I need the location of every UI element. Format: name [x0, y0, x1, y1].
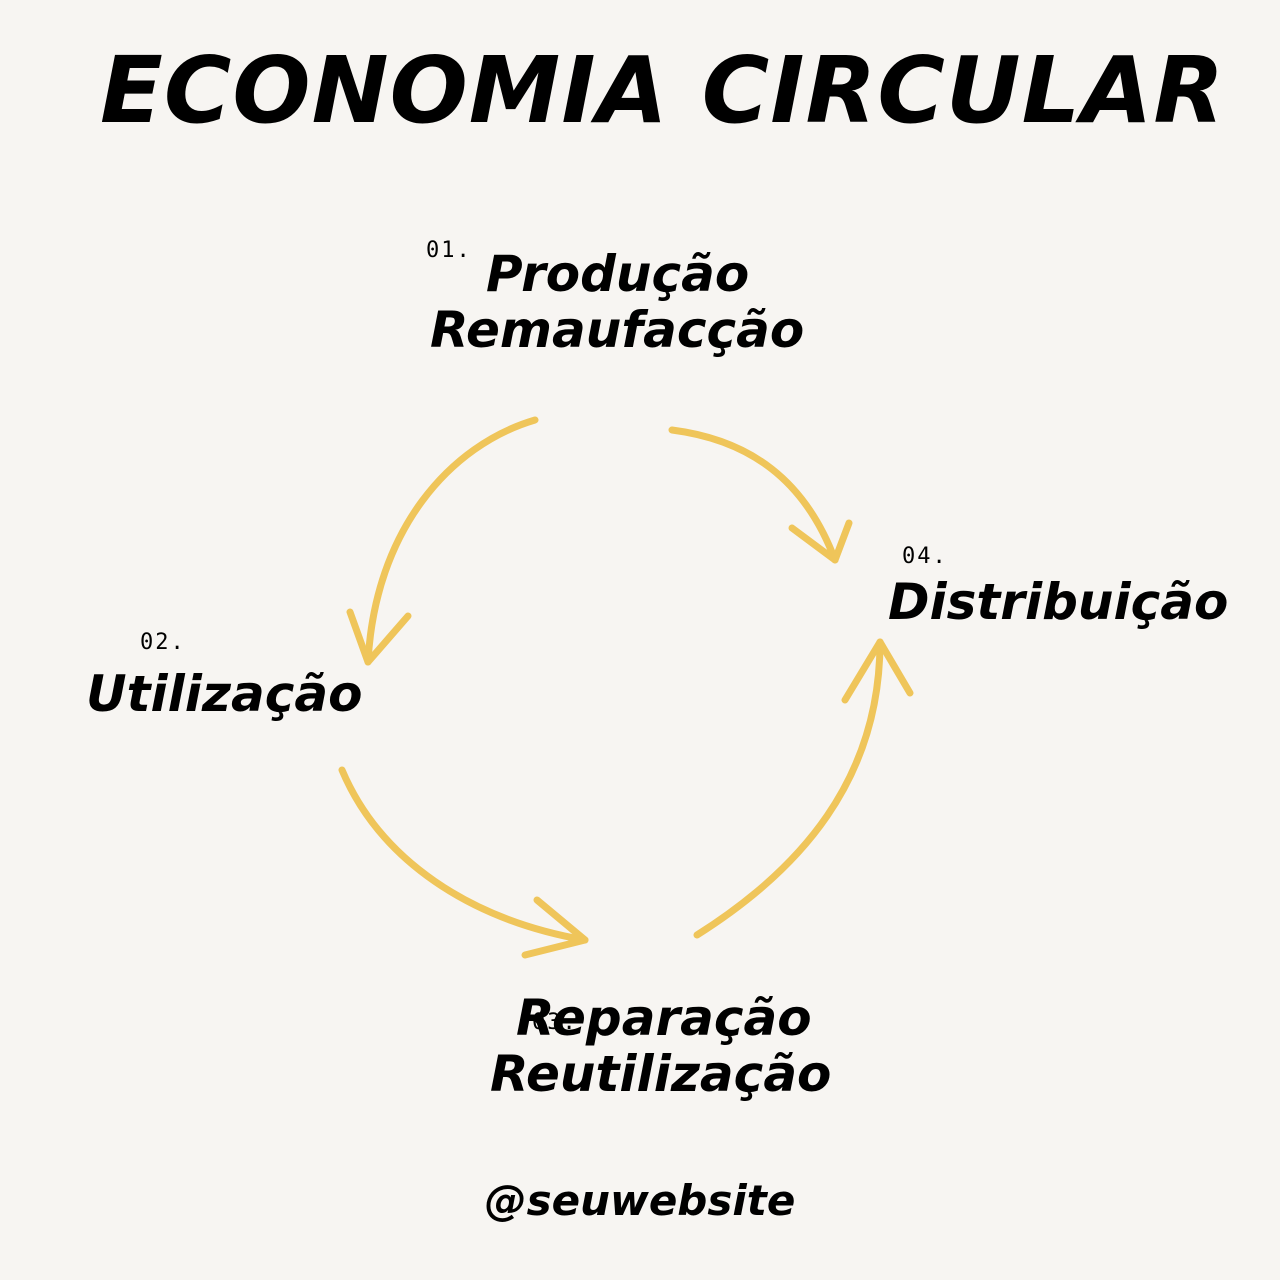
- step-1-line-2: Remaufacção: [430, 301, 805, 359]
- arrow-reparação-to-distribuição: [693, 638, 914, 939]
- step-3-number: 03.: [532, 1010, 578, 1035]
- step-2-number: 02.: [140, 630, 186, 655]
- step-1-number: 01.: [426, 238, 472, 263]
- website-handle[interactable]: @seuwebsite: [484, 1176, 796, 1225]
- step-4-label: Distribuição: [888, 574, 1228, 630]
- step-1-line-1: Produção: [486, 245, 750, 303]
- step-4-line-1: Distribuição: [888, 573, 1229, 631]
- step-3-line-1: Reparação: [516, 989, 812, 1047]
- arrow-utilização-to-reparação: [338, 766, 589, 959]
- step-2-label: Utilização: [86, 666, 363, 722]
- step-3-label: Reparação Reutilização: [490, 990, 831, 1102]
- step-1-label: Produção Remaufacção: [430, 246, 804, 358]
- step-3-line-2: Reutilização: [490, 1045, 832, 1103]
- diagram-title: ECONOMIA CIRCULAR: [100, 37, 1226, 144]
- arrow-distribuição-to-produção: [668, 426, 853, 564]
- arrow-produção-to-utilização: [346, 416, 539, 666]
- step-2-line-1: Utilização: [86, 665, 363, 723]
- step-4-number: 04.: [902, 544, 948, 569]
